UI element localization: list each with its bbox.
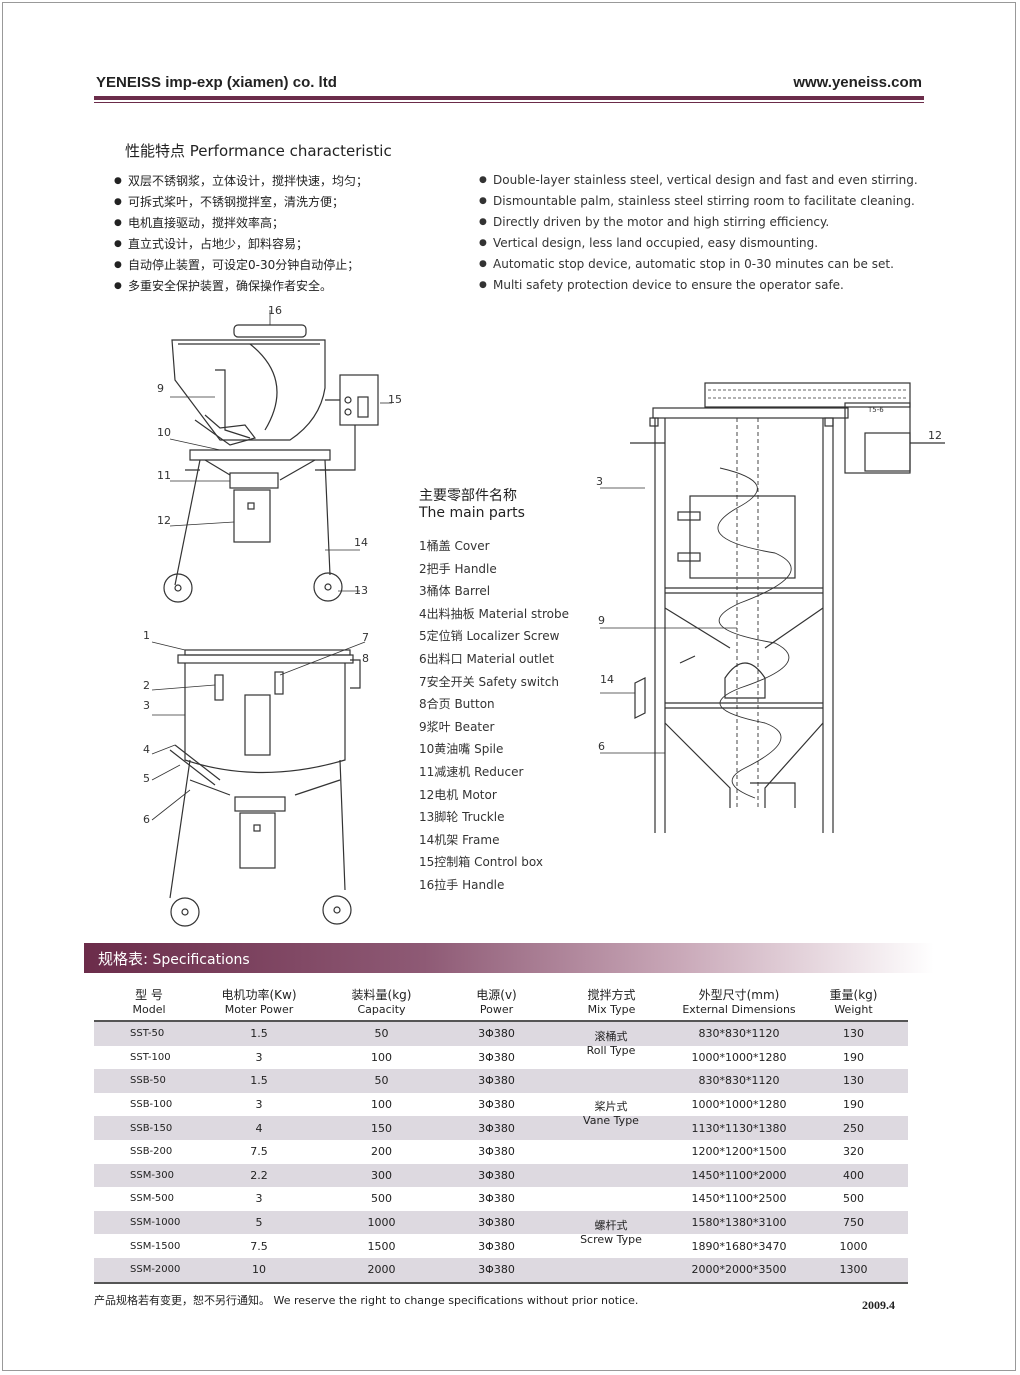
- part-item: 8合页 Button: [419, 697, 495, 712]
- spec-title: 规格表: Specifications: [98, 948, 250, 969]
- part-item: 5定位销 Localizer Screw: [419, 629, 560, 644]
- header-rule: [94, 96, 924, 100]
- spec-title-en: Specifications: [148, 952, 250, 968]
- diagram-mixer-front: 1 7 8 2 3 4 5 6: [143, 629, 369, 927]
- feature-en: Vertical design, less land occupied, eas…: [479, 233, 918, 254]
- part-item: 7安全开关 Safety switch: [419, 674, 559, 689]
- label-small: T5-6: [867, 406, 884, 414]
- label-3: 3: [596, 475, 603, 488]
- feature-cn: 电机直接驱动，搅拌效率高；: [114, 213, 368, 234]
- label-6: 6: [598, 740, 605, 753]
- part-item: 10黄油嘴 Spile: [419, 742, 504, 757]
- part-item: 6出料口 Material outlet: [419, 651, 555, 666]
- label-11: 11: [157, 469, 171, 482]
- website[interactable]: www.yeneiss.com: [793, 74, 922, 91]
- label-15: 15: [388, 393, 402, 406]
- part-item: 2把手 Handle: [419, 561, 497, 576]
- parts-list: 1桶盖 Cover 2把手 Handle 3桶体 Barrel 4出料抽板 Ma…: [419, 535, 569, 897]
- header-voltage: 电源(v)Power: [449, 982, 544, 1022]
- part-item: 3桶体 Barrel: [419, 584, 491, 599]
- part-item: 1桶盖 Cover: [419, 539, 490, 553]
- feature-cn: 多重安全保护装置，确保操作者安全。: [114, 276, 368, 297]
- header-dimensions: 外型尺寸(mm)External Dimensions: [679, 982, 799, 1022]
- performance-title: 性能特点 Performance characteristic: [125, 142, 392, 160]
- label-5: 5: [143, 772, 150, 785]
- part-item: 11减速机 Reducer: [419, 764, 524, 779]
- header-rule-thin: [94, 102, 924, 103]
- label-9: 9: [157, 382, 164, 395]
- feature-en: Directly driven by the motor and high st…: [479, 212, 918, 233]
- label-8: 8: [362, 652, 369, 665]
- feature-cn: 自动停止装置，可设定0-30分钟自动停止；: [114, 255, 368, 276]
- header-capacity: 装料量(kg)Capacity: [314, 982, 449, 1022]
- part-item: 12电机 Motor: [419, 787, 497, 802]
- label-4: 4: [143, 743, 150, 756]
- feature-en: Dismountable palm, stainless steel stirr…: [479, 191, 918, 212]
- parts-title-en: The main parts: [419, 505, 525, 521]
- part-item: 9浆叶 Beater: [419, 719, 495, 734]
- part-item: 15控制箱 Control box: [419, 855, 543, 870]
- feature-cn: 双层不锈钢浆，立体设计，搅拌快速，均匀；: [114, 171, 368, 192]
- label-2: 2: [143, 679, 150, 692]
- label-7: 7: [362, 631, 369, 644]
- footer-date: 2009.4: [862, 1298, 895, 1312]
- parts-title-cn: 主要零部件名称: [419, 488, 517, 504]
- header-power: 电机功率(Kw)Moter Power: [204, 982, 314, 1022]
- feature-en: Automatic stop device, automatic stop in…: [479, 254, 918, 275]
- feature-cn: 直立式设计，占地少，卸料容易；: [114, 234, 368, 255]
- label-9: 9: [598, 614, 605, 627]
- label-3: 3: [143, 699, 150, 712]
- label-12: 12: [157, 514, 171, 527]
- label-14: 14: [600, 673, 614, 686]
- spec-band: [84, 943, 934, 973]
- diagram-mixer-section: 16 9 15 10 11 12 14 13: [157, 304, 402, 603]
- feature-en: Double-layer stainless steel, vertical d…: [479, 170, 918, 191]
- label-12: 12: [928, 429, 942, 442]
- feature-en: Multi safety protection device to ensure…: [479, 275, 918, 296]
- label-14: 14: [354, 536, 368, 549]
- part-item: 14机架 Frame: [419, 832, 500, 847]
- company-name: YENEISS imp-exp (xiamen) co. ltd: [96, 74, 337, 91]
- part-item: 4出料抽板 Material strobe: [419, 606, 569, 621]
- header-weight: 重量(kg)Weight: [799, 982, 908, 1022]
- part-item: 16拉手 Handle: [419, 877, 505, 892]
- label-6: 6: [143, 813, 150, 826]
- label-1: 1: [143, 629, 150, 642]
- label-13: 13: [354, 584, 368, 597]
- label-16: 16: [268, 304, 282, 317]
- diagram-screw-mixer: 3 12 9 14 6 T5-6: [596, 382, 945, 833]
- features-en: Double-layer stainless steel, vertical d…: [479, 170, 918, 296]
- feature-cn: 可拆式桨叶，不锈钢搅拌室，清洗方便；: [114, 192, 368, 213]
- spec-title-cn: 规格表:: [98, 950, 149, 968]
- footer-note: 产品规格若有变更，恕不另行通知。 We reserve the right to…: [94, 1294, 639, 1307]
- features-cn: 双层不锈钢浆，立体设计，搅拌快速，均匀； 可拆式桨叶，不锈钢搅拌室，清洗方便； …: [114, 171, 368, 297]
- label-10: 10: [157, 426, 171, 439]
- part-item: 13脚轮 Truckle: [419, 810, 505, 825]
